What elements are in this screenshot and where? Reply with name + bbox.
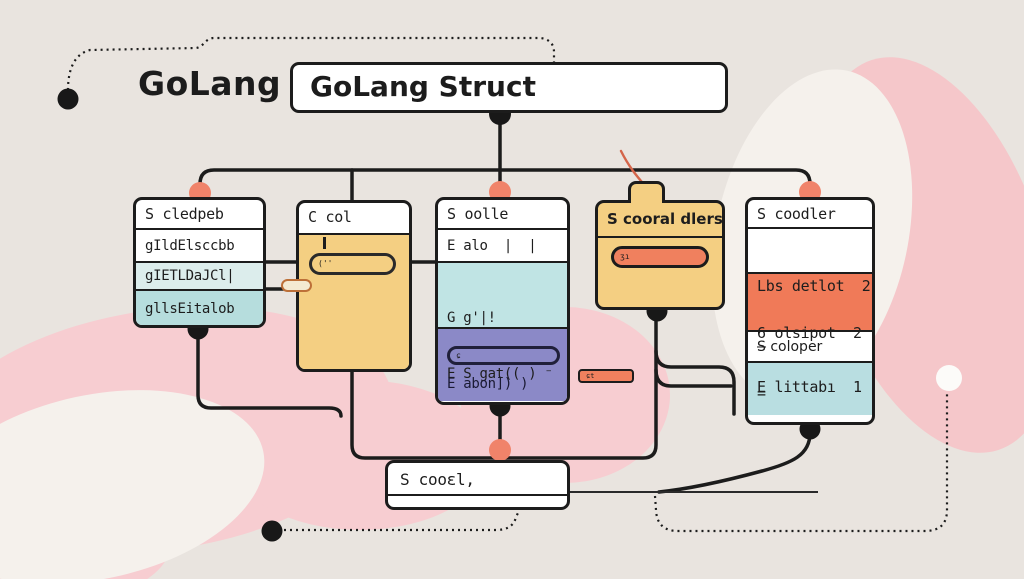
bottom-box: S cooεl,: [385, 460, 570, 510]
box5-row1: Lbs detlot 2 —: [748, 227, 872, 355]
box4-body: [598, 236, 722, 307]
connector-b4-branch1: [654, 349, 736, 416]
box1-row3: gllsEitalob: [136, 289, 263, 325]
box1-row1: gIldElsccbb: [136, 228, 263, 261]
box1-header: S cledpeb: [145, 205, 224, 223]
coral-dot-bottom: [489, 439, 511, 461]
struct-box-5: S coodler Lbs detlot 2 — 6 olsipot 2 = S…: [745, 197, 875, 425]
box4-header: S cooral dlers: [607, 210, 723, 228]
box4-top-tab: [628, 181, 665, 203]
box3-row1: E alo | |: [438, 228, 567, 261]
diagram-label: GoLang: [138, 64, 282, 103]
box5-row2: 6 olsipot 2 =: [748, 272, 872, 402]
box4-field-pill: ʒı: [611, 246, 709, 268]
white-endpoint-circle: [936, 365, 962, 391]
box3-row2-line1: G g'|!: [447, 309, 496, 326]
connector-b4-branch2: [654, 368, 733, 388]
box5-header: S coodler: [757, 205, 836, 223]
box1-row2: gIETLDaJCl|: [136, 261, 263, 289]
side-coral-pill: ɕt: [578, 369, 634, 383]
struct-box-3: S oolle E alo | | G g'|! E S gat(( ) ⁻ E…: [435, 197, 570, 405]
connector-b5-curve: [657, 431, 812, 494]
struct-box-1: S cledpeb gIldElsccbb gIETLDaJCl| gllsEi…: [133, 197, 266, 328]
black-dot-bottomleft: [261, 520, 283, 542]
box3-field-pill: ɕ: [447, 346, 560, 365]
title-box: GoLang Struct: [290, 62, 728, 113]
box5-row3: S coloper: [748, 330, 872, 361]
black-dot-topleft: [57, 88, 79, 110]
box5-row1-line2: —: [757, 337, 766, 356]
box2-header: C col: [308, 208, 352, 226]
box5-row1-line1: Lbs detlot 2: [757, 276, 871, 295]
box3-row3-line1: E abon]) ): [447, 375, 529, 392]
box3-row2-line2: E S gat(( ) ⁻: [447, 366, 553, 383]
box2-field-pill: ('': [309, 253, 396, 275]
box2-edge-pill: [281, 279, 312, 292]
box2-tick-mark: [323, 237, 326, 249]
bottom-box-empty-row: [388, 494, 567, 507]
box5-row4: E littabı 1: [748, 361, 872, 415]
box5-row2-line1: 6 olsipot 2: [757, 323, 862, 342]
connector-trunk: [198, 168, 812, 199]
bottom-box-title: S cooεl,: [400, 470, 475, 489]
blob-white-bottomleft: [0, 390, 265, 579]
box3-header: S oolle: [447, 205, 509, 223]
box3-row2: G g'|! E S gat(( ) ⁻: [438, 261, 567, 382]
struct-box-2: C col: [296, 200, 412, 372]
connector-b1-bottom: [196, 329, 343, 418]
